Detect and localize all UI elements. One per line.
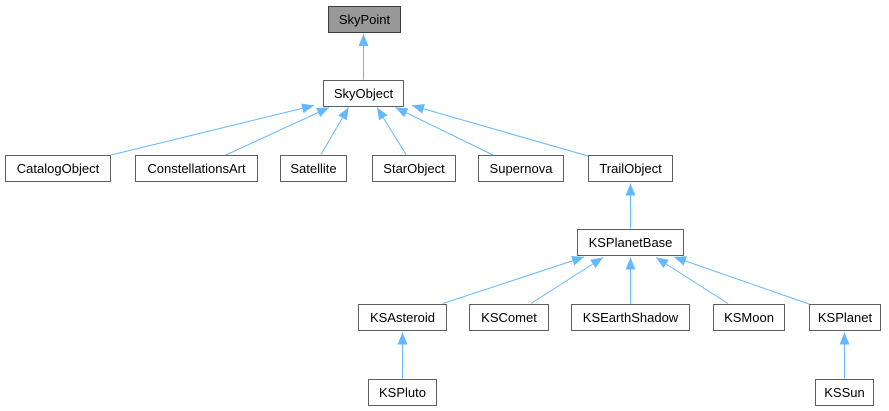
- edge-ksplanet-to-ksplanetbase: [673, 256, 810, 305]
- class-node-kscomet[interactable]: KSComet: [469, 304, 549, 331]
- class-node-ksasteroid[interactable]: KSAsteroid: [358, 304, 447, 331]
- class-node-kssun[interactable]: KSSun: [815, 379, 874, 406]
- edge-constellationsart-to-skyobject: [225, 107, 330, 156]
- class-node-catalogobject[interactable]: CatalogObject: [5, 155, 111, 182]
- class-node-ksmoon[interactable]: KSMoon: [713, 304, 785, 331]
- edge-ksasteroid-to-ksplanetbase: [442, 256, 585, 304]
- class-node-trailobject[interactable]: TrailObject: [588, 155, 673, 182]
- class-node-supernova[interactable]: Supernova: [478, 155, 564, 182]
- edge-supernova-to-skyobject: [395, 107, 494, 156]
- edge-kscomet-to-ksplanetbase: [530, 257, 604, 304]
- edge-catalogobject-to-skyobject: [110, 103, 315, 156]
- class-node-satellite[interactable]: Satellite: [280, 155, 347, 182]
- class-node-ksplanet[interactable]: KSPlanet: [809, 304, 881, 331]
- class-node-ksplanetbase[interactable]: KSPlanetBase: [577, 229, 684, 256]
- class-node-skypoint[interactable]: SkyPoint: [328, 6, 401, 33]
- class-node-skyobject[interactable]: SkyObject: [323, 80, 404, 107]
- edge-satellite-to-skyobject: [320, 107, 349, 155]
- class-node-starobject[interactable]: StarObject: [372, 155, 456, 182]
- edge-starobject-to-skyobject: [376, 107, 407, 155]
- edge-trailobject-to-skyobject: [411, 104, 589, 157]
- edge-ksmoon-to-ksplanetbase: [655, 257, 729, 304]
- class-node-constellationsart[interactable]: ConstellationsArt: [135, 155, 258, 182]
- class-node-ksearthshadow[interactable]: KSEarthShadow: [571, 304, 690, 331]
- class-node-kspluto[interactable]: KSPluto: [368, 379, 437, 406]
